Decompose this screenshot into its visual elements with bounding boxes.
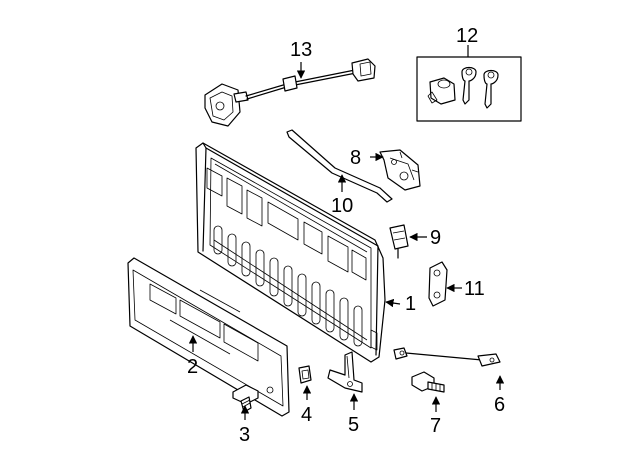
support-cable bbox=[393, 347, 501, 367]
leader-1 bbox=[385, 298, 401, 308]
callout-7: 7 bbox=[430, 415, 441, 437]
callout-13: 13 bbox=[290, 39, 312, 61]
clip bbox=[298, 365, 312, 384]
tailgate-panel bbox=[195, 142, 386, 363]
lock-control bbox=[379, 149, 421, 191]
striker bbox=[428, 261, 448, 307]
callout-6: 6 bbox=[494, 394, 505, 416]
leader-lines bbox=[188, 45, 505, 420]
callout-2: 2 bbox=[187, 356, 198, 378]
callout-labels: 1 2 3 4 5 6 7 8 9 10 11 12 13 bbox=[187, 25, 505, 446]
callout-4: 4 bbox=[301, 404, 312, 426]
bolt-2 bbox=[411, 371, 445, 393]
callout-12: 12 bbox=[456, 25, 478, 47]
callout-10: 10 bbox=[331, 195, 353, 217]
callout-9: 9 bbox=[430, 227, 441, 249]
callout-1: 1 bbox=[405, 293, 416, 315]
latch bbox=[389, 224, 409, 259]
tailgate-cover-panel bbox=[127, 257, 290, 417]
lock-cylinder-kit bbox=[416, 56, 522, 122]
hinge-bracket bbox=[327, 351, 363, 393]
callout-5: 5 bbox=[348, 414, 359, 436]
callout-8: 8 bbox=[350, 147, 361, 169]
callout-3: 3 bbox=[239, 424, 250, 446]
bolt bbox=[232, 384, 259, 413]
control-rod bbox=[286, 129, 393, 203]
lock-cable-assembly bbox=[204, 58, 376, 127]
callout-11: 11 bbox=[464, 278, 485, 300]
